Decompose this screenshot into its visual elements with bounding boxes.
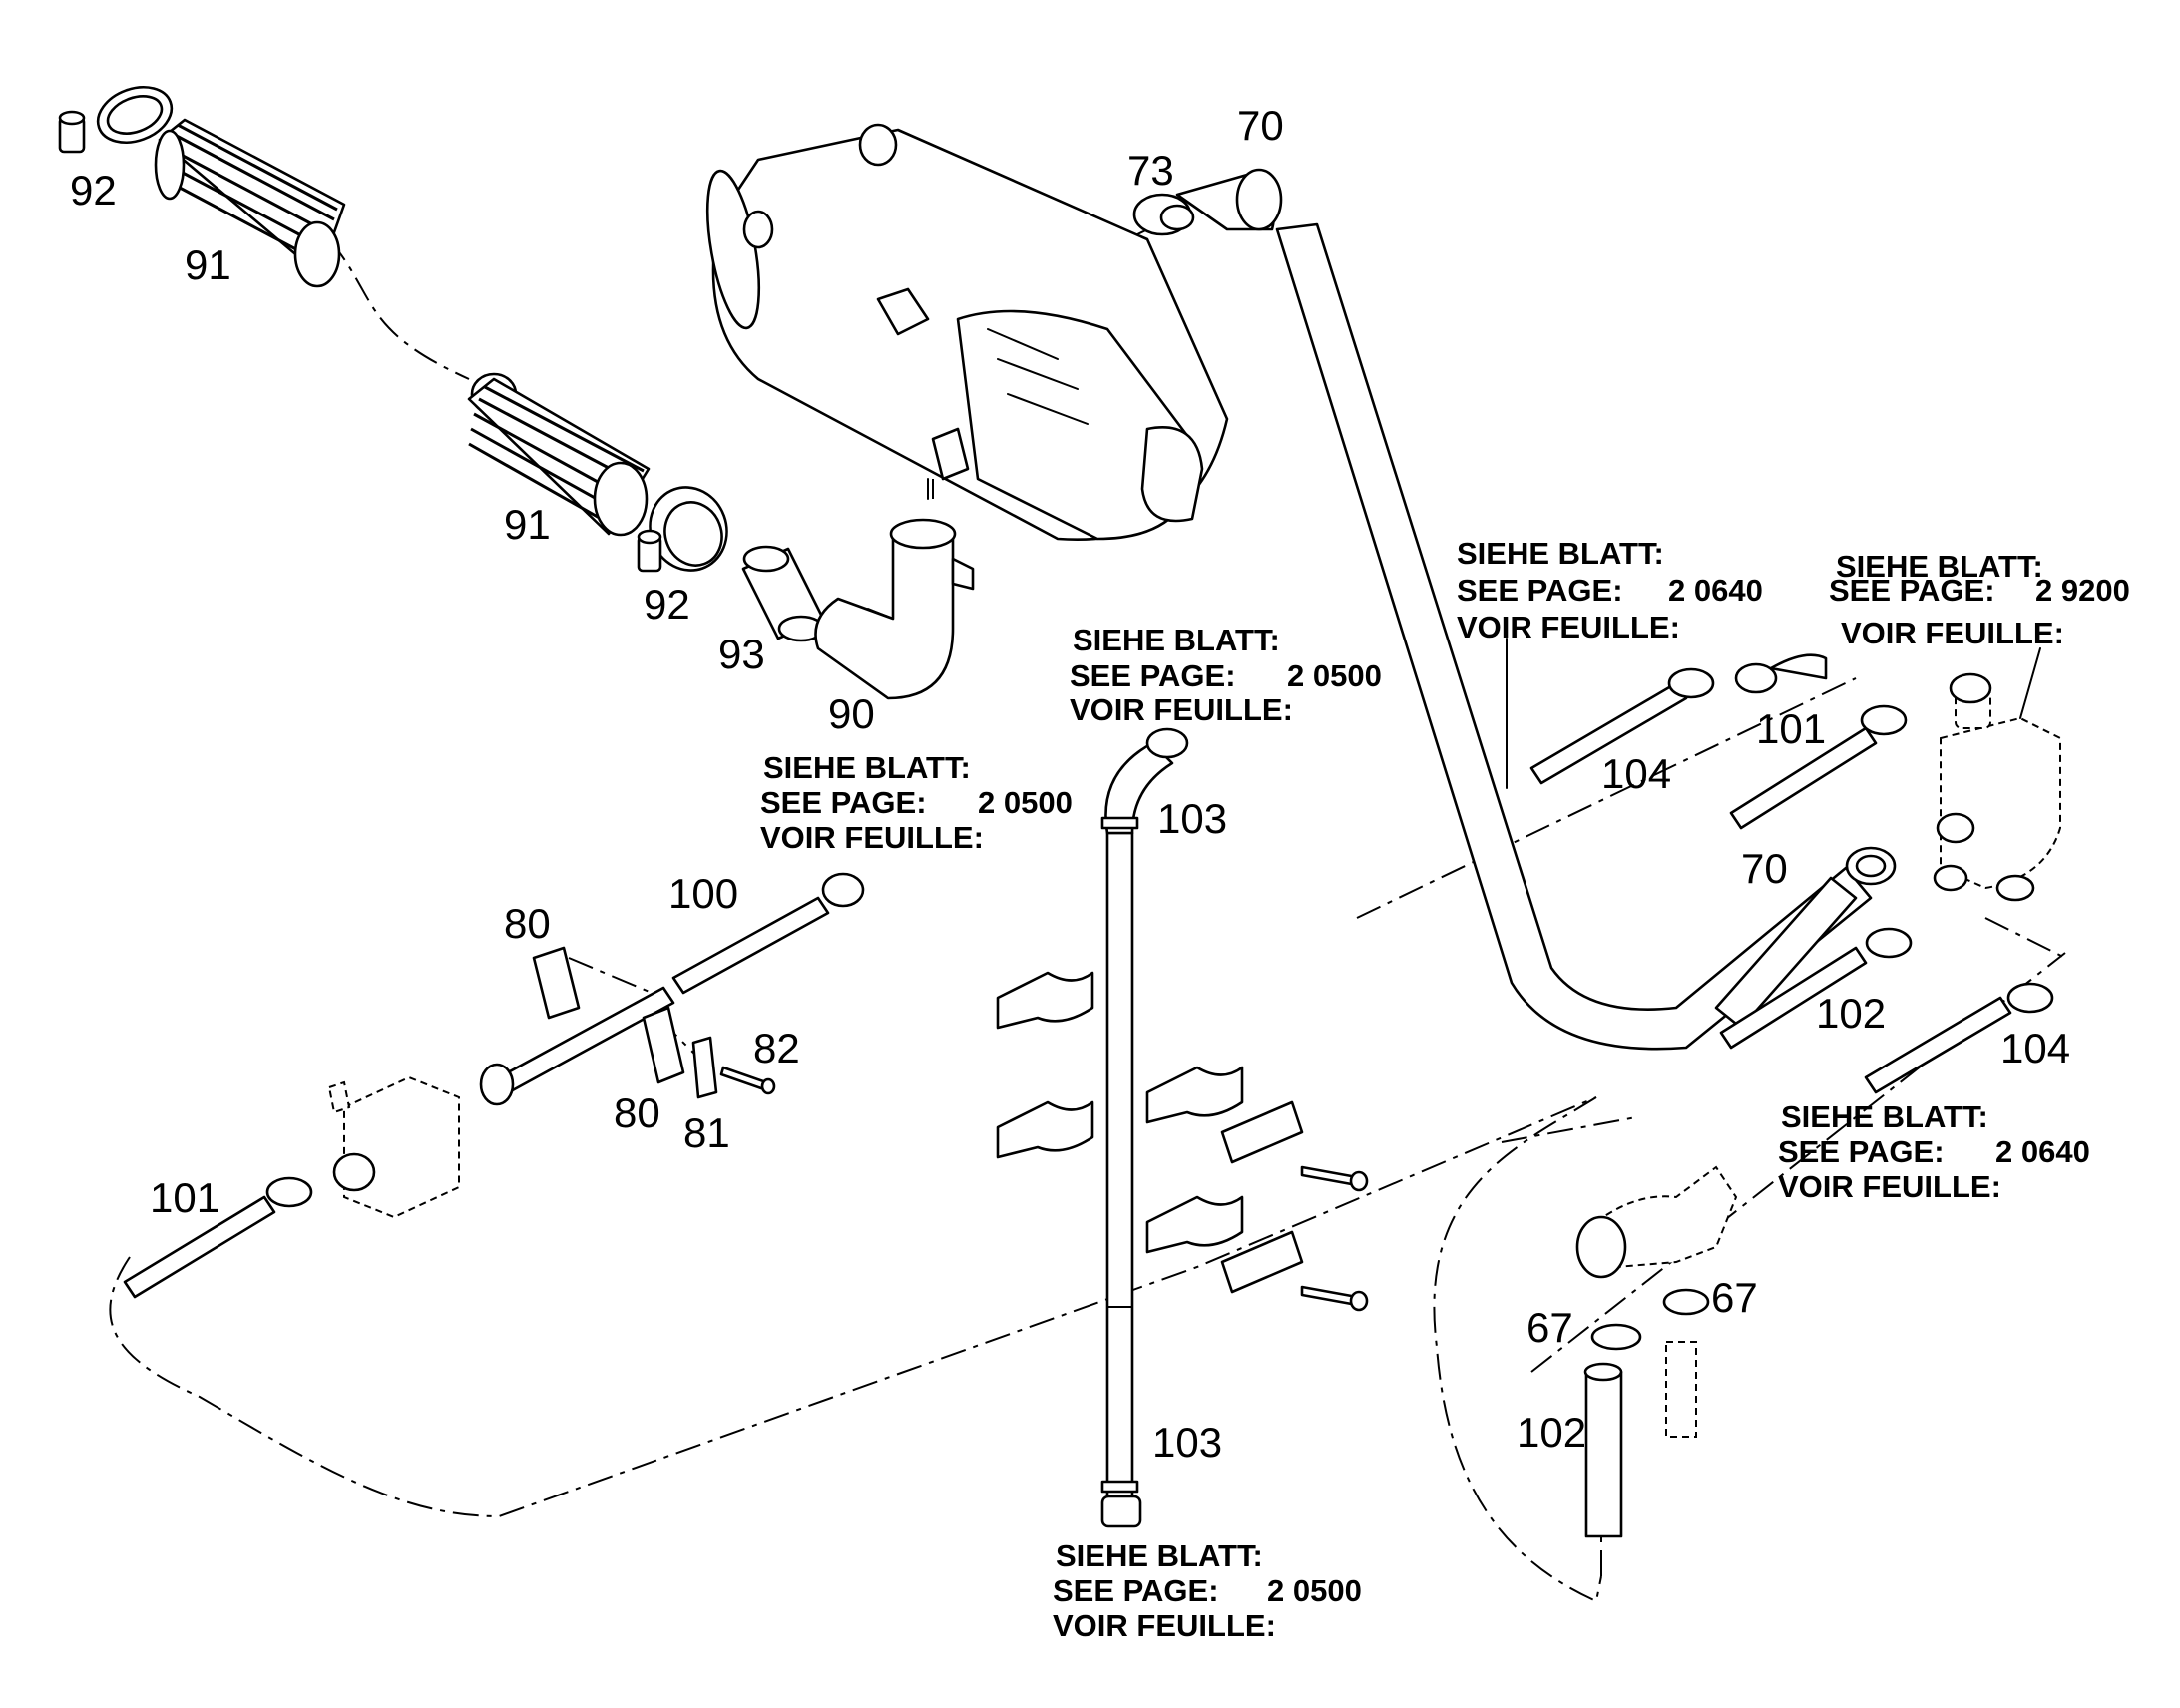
sleeve-93 xyxy=(741,545,825,642)
callout-104-lower: 104 xyxy=(2000,1025,2070,1071)
clamp-right-small xyxy=(1845,846,1897,886)
callout-100: 100 xyxy=(668,870,738,917)
valve-67-assembly xyxy=(1575,1165,1738,1438)
pipe-bracket-set xyxy=(996,971,1369,1312)
tube-100 xyxy=(671,872,865,995)
svg-text:2 9200: 2 9200 xyxy=(2035,573,2130,608)
callout-101-right: 101 xyxy=(1756,705,1826,752)
svg-text:SIEHE BLATT:: SIEHE BLATT: xyxy=(1836,549,2043,584)
callout-80-top: 80 xyxy=(504,900,551,947)
page-reference-lower-right: SIEHE BLATT: SEE PAGE: 2 0640 VOIR FEUIL… xyxy=(1778,1099,2090,1204)
clamp-92-top xyxy=(58,86,174,154)
svg-text:SIEHE BLATT:: SIEHE BLATT: xyxy=(1073,623,1280,657)
svg-text:VOIR FEUILLE:: VOIR FEUILLE: xyxy=(1457,610,1680,644)
elbow-73-70 xyxy=(1132,168,1283,236)
callout-91-top: 91 xyxy=(185,241,231,288)
svg-text:VOIR FEUILLE:: VOIR FEUILLE: xyxy=(1053,1608,1276,1643)
callout-73: 73 xyxy=(1127,147,1174,194)
svg-text:2 0640: 2 0640 xyxy=(1668,573,1763,608)
callout-numbers: 92 91 91 92 93 90 73 70 70 101 104 102 1… xyxy=(70,102,2070,1466)
tube-104-upper xyxy=(1529,667,1715,785)
callout-80-bottom: 80 xyxy=(614,1089,660,1136)
page-reference-upper-right: SIEHE BLATT: SEE PAGE: 2 9200 VOIR FEUIL… xyxy=(1829,549,2130,650)
svg-text:2 0500: 2 0500 xyxy=(1287,658,1382,693)
callout-91-middle: 91 xyxy=(504,501,551,548)
page-reference-center-top: SIEHE BLATT: SEE PAGE: 2 0500 VOIR FEUIL… xyxy=(1070,623,1382,727)
page-reference-upper-left: SIEHE BLATT: SEE PAGE: 2 0640 VOIR FEUIL… xyxy=(1457,536,1763,644)
svg-text:SEE PAGE:: SEE PAGE: xyxy=(1070,658,1236,693)
hose-70-long xyxy=(1275,222,1873,1051)
callout-82: 82 xyxy=(753,1025,800,1071)
callout-70-right: 70 xyxy=(1741,845,1788,892)
tube-101-left xyxy=(123,1176,313,1299)
callout-103-top: 103 xyxy=(1157,795,1227,842)
callout-104-upper: 104 xyxy=(1601,750,1671,797)
svg-text:SEE PAGE:: SEE PAGE: xyxy=(760,785,927,820)
callout-90: 90 xyxy=(828,690,875,737)
svg-text:2 0640: 2 0640 xyxy=(1995,1134,2090,1169)
callout-102-lower: 102 xyxy=(1517,1409,1586,1456)
corrugated-hose-91-middle xyxy=(467,372,651,537)
plate-81 xyxy=(691,1036,718,1099)
svg-text:SIEHE BLATT:: SIEHE BLATT: xyxy=(763,750,971,785)
callout-101-left: 101 xyxy=(150,1174,219,1221)
reference-leader-lines xyxy=(1506,638,2041,789)
clamp-92-middle xyxy=(637,486,728,573)
svg-text:SEE PAGE:: SEE PAGE: xyxy=(1778,1134,1945,1169)
tube-with-fitting-left xyxy=(479,986,675,1106)
callout-92-top: 92 xyxy=(70,167,117,214)
callout-92-middle: 92 xyxy=(644,581,690,628)
page-reference-bottom: SIEHE BLATT: SEE PAGE: 2 0500 VOIR FEUIL… xyxy=(1053,1538,1362,1643)
air-filter-housing xyxy=(705,123,1229,542)
callout-103-bottom: 103 xyxy=(1152,1419,1222,1466)
clamp-half-80 xyxy=(532,946,685,1084)
hose-70-short xyxy=(1714,876,1858,1030)
valve-block-left xyxy=(327,1075,460,1219)
tube-102-right xyxy=(1719,927,1913,1050)
svg-text:SEE PAGE:: SEE PAGE: xyxy=(1457,573,1623,608)
svg-text:VOIR FEUILLE:: VOIR FEUILLE: xyxy=(760,820,984,855)
svg-text:2 0500: 2 0500 xyxy=(978,785,1073,820)
valve-block-right xyxy=(1734,653,2061,902)
callout-81: 81 xyxy=(683,1109,730,1156)
callout-67-left: 67 xyxy=(1526,1304,1573,1351)
tube-101-right xyxy=(1729,704,1908,830)
corrugated-hose-91-top xyxy=(154,118,346,288)
callout-93: 93 xyxy=(718,631,765,677)
callout-102-right: 102 xyxy=(1816,990,1886,1037)
svg-text:SEE PAGE:: SEE PAGE: xyxy=(1053,1573,1219,1608)
svg-text:VOIR FEUILLE:: VOIR FEUILLE: xyxy=(1778,1169,2001,1204)
page-reference-left: SIEHE BLATT: SEE PAGE: 2 0500 VOIR FEUIL… xyxy=(760,750,1073,855)
svg-text:SIEHE BLATT:: SIEHE BLATT: xyxy=(1457,536,1664,571)
callout-70-top: 70 xyxy=(1237,102,1284,149)
callout-67-right: 67 xyxy=(1711,1274,1758,1321)
svg-text:SEE PAGE:: SEE PAGE: xyxy=(1829,573,1995,608)
hose-103-vertical xyxy=(1100,727,1189,1528)
svg-text:SIEHE BLATT:: SIEHE BLATT: xyxy=(1781,1099,1988,1134)
elbow-90 xyxy=(814,518,975,700)
svg-text:2 0500: 2 0500 xyxy=(1267,1573,1362,1608)
tube-104-lower xyxy=(1864,982,2054,1094)
svg-text:VOIR FEUILLE:: VOIR FEUILLE: xyxy=(1841,616,2064,650)
tube-102-lower xyxy=(1583,1362,1623,1538)
svg-text:SIEHE BLATT:: SIEHE BLATT: xyxy=(1056,1538,1263,1573)
svg-text:VOIR FEUILLE:: VOIR FEUILLE: xyxy=(1070,692,1293,727)
screw-82 xyxy=(719,1066,776,1095)
